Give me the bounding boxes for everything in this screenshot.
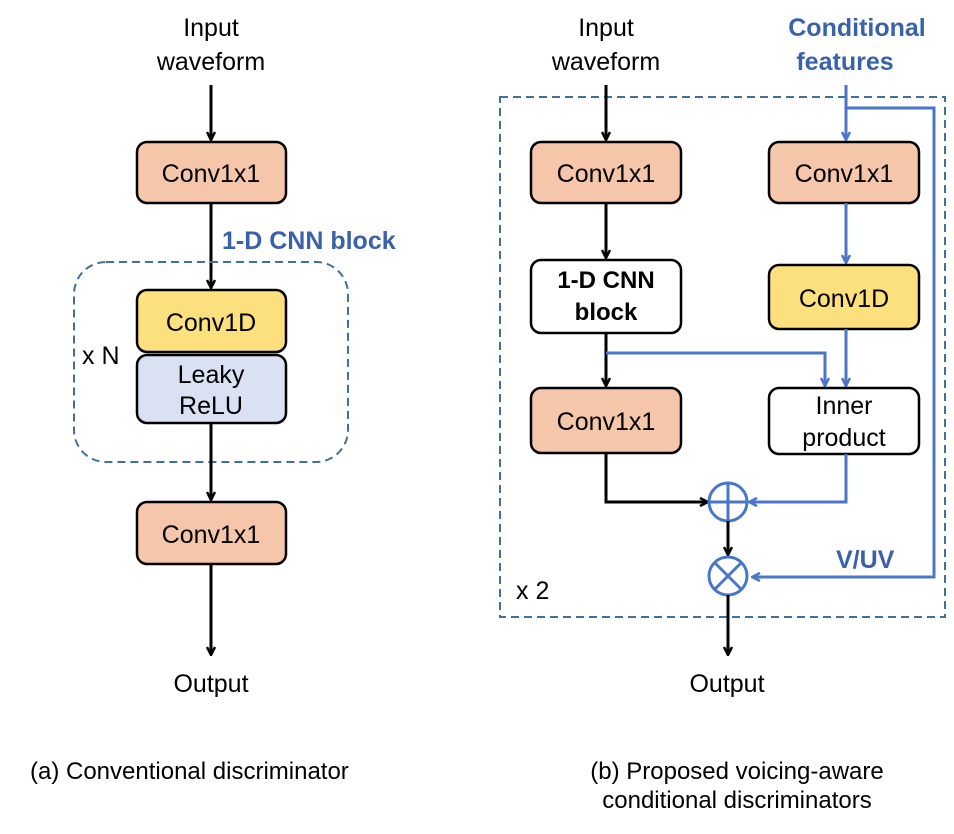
- times-icon: [707, 555, 749, 597]
- input-label-line1: Input: [578, 14, 634, 42]
- caption-a: (a) Conventional discriminator: [30, 758, 349, 785]
- output-label: Output: [689, 670, 764, 698]
- input-label-line1: Input: [183, 14, 239, 42]
- conv1d-label: Conv1D: [166, 309, 256, 337]
- conv1x1-top-label: Conv1x1: [162, 160, 261, 188]
- conv1x1-right-box: [767, 140, 921, 205]
- vuv-label: V/UV: [836, 546, 895, 574]
- repeat-dashed-border: [499, 96, 946, 618]
- arrow-vuv-to-product: [753, 106, 936, 577]
- input-label-line2: waveform: [551, 48, 660, 76]
- conditional-label-line2: features: [796, 48, 893, 76]
- arrow-inner-to-sum: [750, 454, 848, 502]
- input-label-line2: waveform: [156, 48, 265, 76]
- repeat-n-label: x N: [82, 342, 120, 370]
- leaky-label-line2: ReLU: [179, 392, 243, 420]
- inner-product-box: [767, 386, 921, 456]
- inner-product-label-line1: Inner: [816, 392, 873, 420]
- arrow-cnn-to-inner: [606, 351, 825, 385]
- conv1d-box: [767, 263, 921, 331]
- cnn-block-label: 1-D CNN block: [222, 227, 396, 255]
- conditional-label-line1: Conditional: [788, 14, 925, 42]
- panel-b: Input waveform Conditional features x 2 …: [499, 14, 946, 814]
- conv1x1-bottom-label: Conv1x1: [162, 521, 261, 549]
- leaky-label-line1: Leaky: [178, 361, 245, 389]
- conv1d-label: Conv1D: [799, 285, 889, 313]
- inner-product-label-line2: product: [802, 424, 885, 452]
- panel-a: Input waveform Conv1x1 1-D CNN block x N…: [30, 14, 396, 785]
- cnn-block-label-line1: 1-D CNN: [557, 267, 654, 294]
- conv1x1-left-bottom-label: Conv1x1: [557, 408, 656, 436]
- output-label: Output: [173, 670, 248, 698]
- caption-b-line2: conditional discriminators: [602, 787, 871, 814]
- cnn-block-label-line2: block: [575, 299, 638, 326]
- conv1x1-right-label: Conv1x1: [795, 160, 894, 188]
- conv1d-box: [135, 288, 288, 354]
- caption-b-line1: (b) Proposed voicing-aware: [590, 758, 883, 785]
- arrow-conv-to-sum: [604, 453, 707, 502]
- repeat-2-label: x 2: [516, 577, 549, 605]
- conv1x1-left-top-label: Conv1x1: [557, 160, 656, 188]
- plus-icon: [707, 481, 749, 523]
